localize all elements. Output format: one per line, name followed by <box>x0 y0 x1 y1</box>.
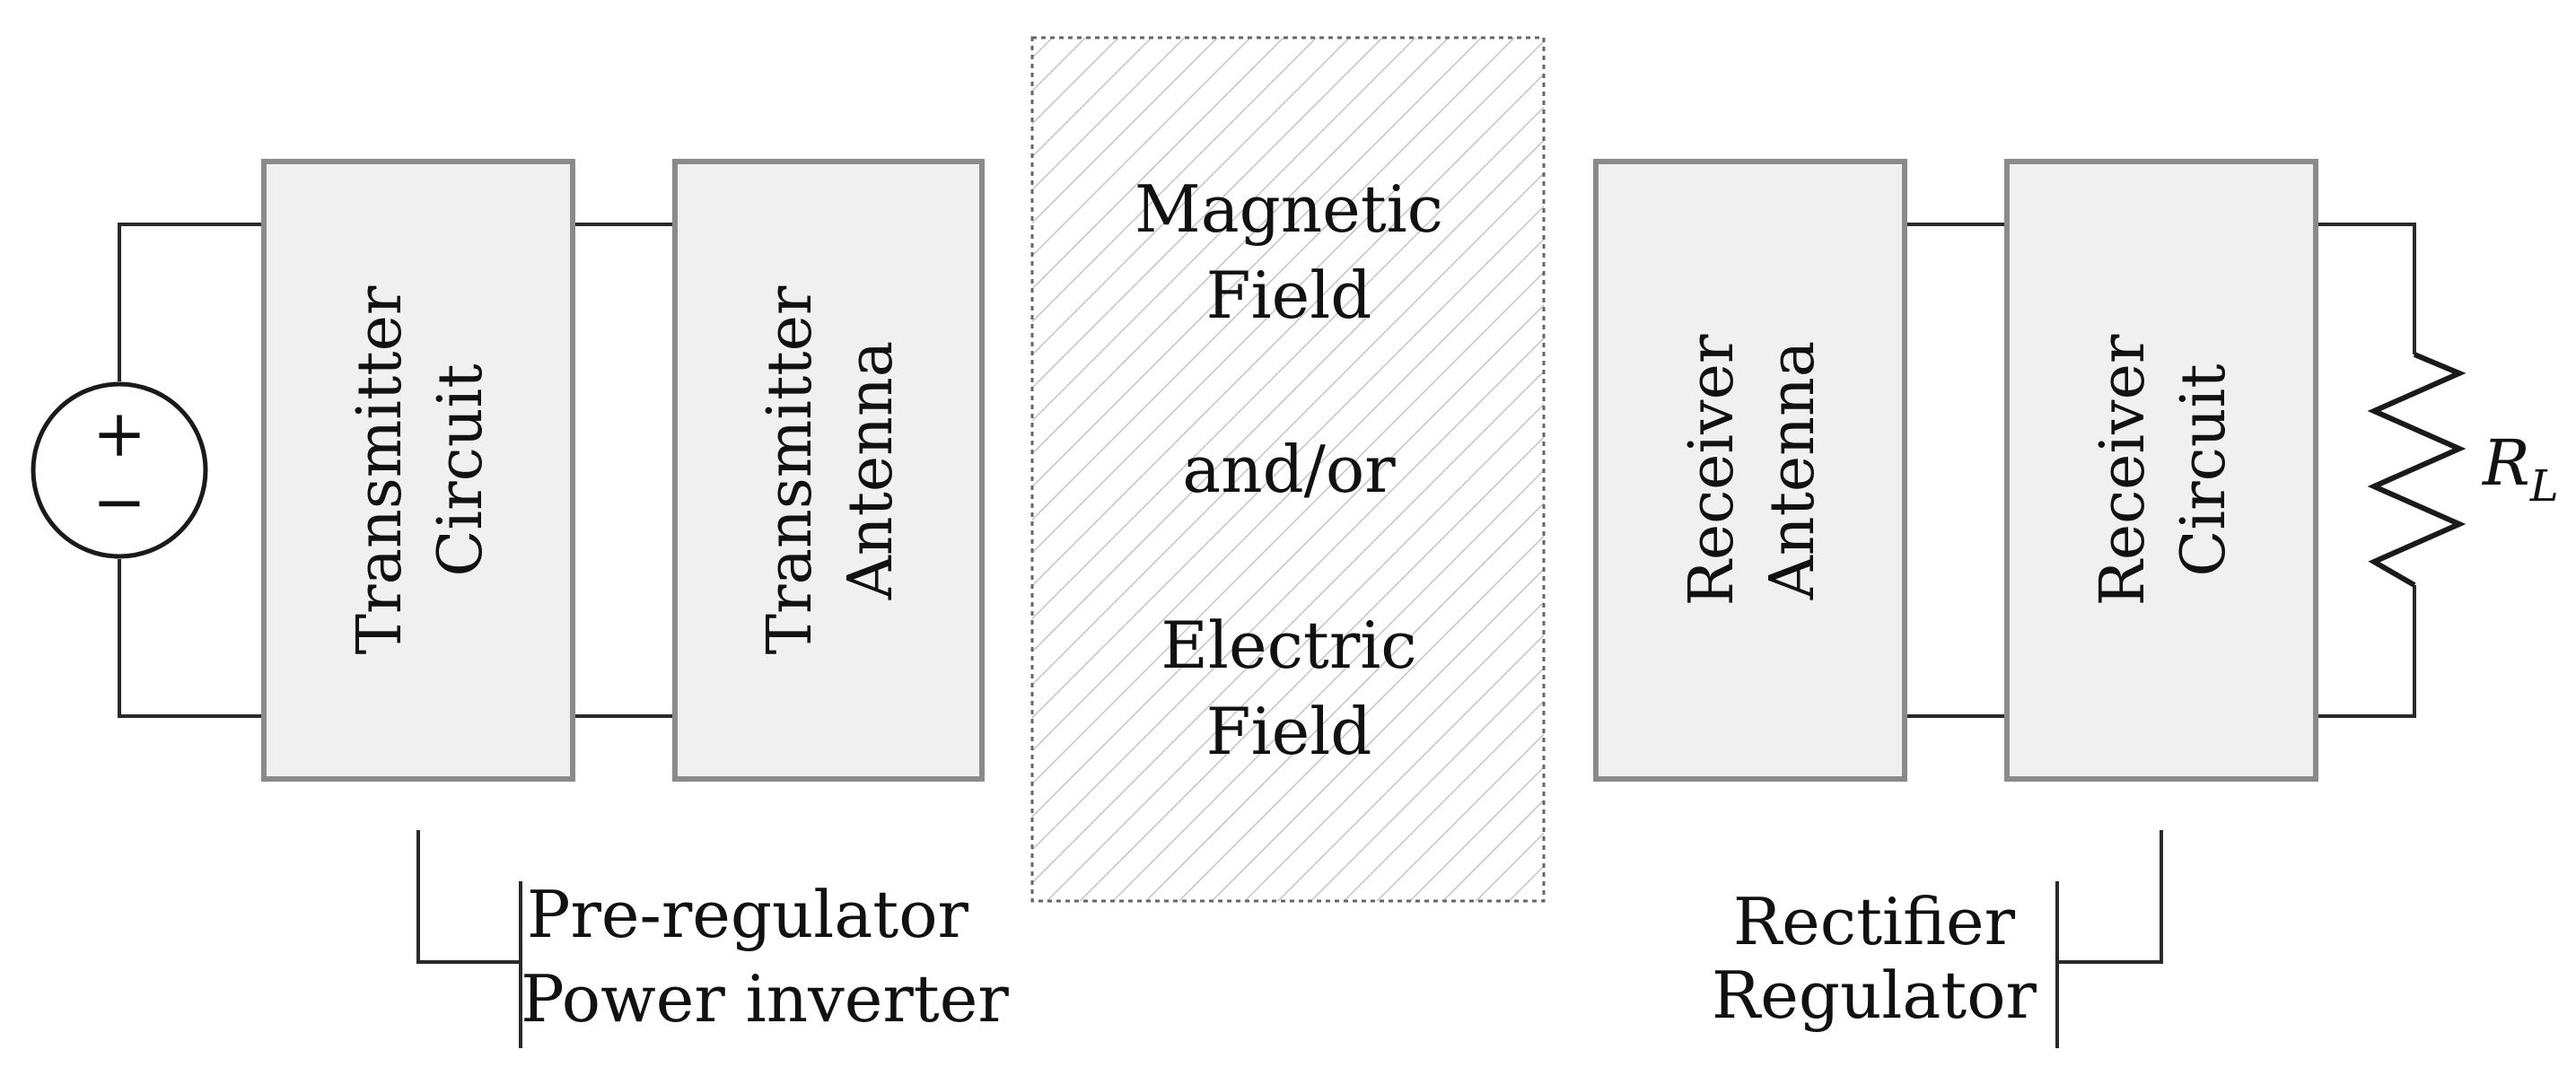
receiver-circuit-label-line2: Circuit <box>2169 363 2239 576</box>
load-label: RL <box>2481 426 2559 512</box>
receiver-antenna-label-line2: Antenna <box>1757 341 1828 601</box>
transmitter-circuit-label-line2: Circuit <box>425 363 496 576</box>
transmitter-note-line2: Power inverter <box>521 961 1009 1037</box>
field-label-magnetic: Magnetic <box>1135 171 1443 247</box>
load-resistor-icon <box>2367 352 2466 588</box>
receiver-note-line2: Regulator <box>1712 958 2037 1033</box>
field-label-field-2: Field <box>1206 694 1372 769</box>
transmitter-circuit-label-line1: Transmitter <box>345 285 416 654</box>
receiver-circuit-block: Receiver Circuit <box>2004 159 2318 782</box>
transmitter-antenna-block: Transmitter Antenna <box>672 159 985 782</box>
transmitter-antenna-label-line1: Transmitter <box>755 285 826 654</box>
source-wires <box>118 223 264 718</box>
field-region: Magnetic Field and/or Electric Field <box>1030 36 1546 903</box>
tx-interconnect-wires <box>574 223 675 718</box>
receiver-antenna-label-line1: Receiver <box>1677 334 1748 606</box>
receiver-circuit-label-line1: Receiver <box>2088 334 2159 606</box>
load-label-symbol: R <box>2481 426 2530 500</box>
field-label-electric: Electric <box>1161 608 1416 683</box>
load-wires <box>2316 223 2416 718</box>
transmitter-circuit-block: Transmitter Circuit <box>261 159 575 782</box>
source-plus: + <box>92 396 146 471</box>
field-label-and-or: and/or <box>1182 432 1396 507</box>
field-label-field-1: Field <box>1206 258 1372 333</box>
transmitter-note-bracket <box>416 830 522 1048</box>
receiver-note-bracket <box>2055 830 2163 1048</box>
transmitter-note-line1: Pre-regulator <box>527 877 969 952</box>
rx-interconnect-wires <box>1905 223 2005 718</box>
load-label-subscript: L <box>2529 461 2559 512</box>
voltage-source-icon: + − <box>31 381 208 559</box>
receiver-note-line1: Rectifier <box>1733 884 2016 959</box>
receiver-antenna-block: Receiver Antenna <box>1593 159 1907 782</box>
transmitter-antenna-label-line2: Antenna <box>836 341 907 601</box>
source-minus: − <box>92 464 146 539</box>
